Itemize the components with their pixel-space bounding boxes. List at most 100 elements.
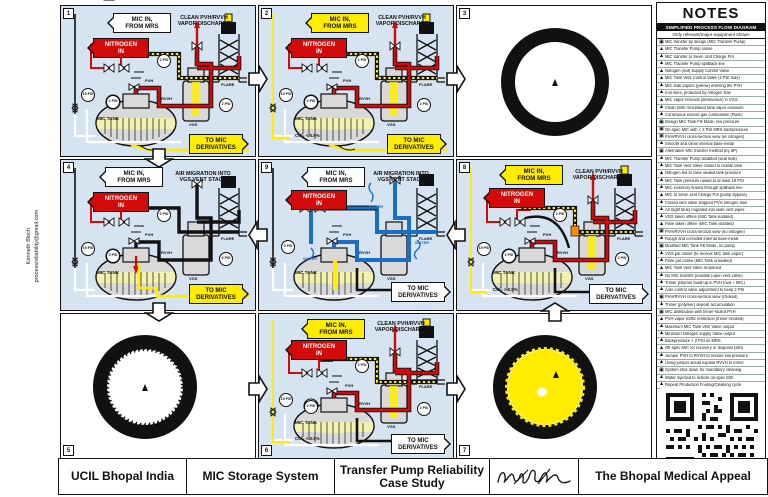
note-item: ▲Trimer (polymer) deposit accumulation: [657, 301, 765, 309]
note-item-label: Maximum MIC Tank Vent Valve output: [665, 324, 735, 329]
label-vgs: VGS: [387, 424, 396, 429]
note-item: ▣Alternative MIC transfer method (by dP): [657, 148, 765, 156]
note-item-label: Repeat Production Fouling/Cleaning cycle: [665, 382, 742, 387]
label-flare: FLARE: [221, 236, 235, 241]
note-item: ▲MIC Transfer Pump online: [657, 46, 765, 54]
triangle-marker-icon: ▲: [658, 74, 665, 81]
square-marker-icon: ▣: [659, 38, 664, 45]
note-item-label: Minimum Nitrogen supply Valve output: [665, 331, 735, 336]
label-flare: FLARE: [419, 236, 433, 241]
triangle-marker-icon: ▲: [658, 286, 665, 293]
square-marker-icon: ▣: [659, 228, 664, 235]
triangle-marker-icon: ▲: [658, 352, 665, 359]
cross-section-clean: [501, 28, 609, 136]
note-item: ▲Flare taken offline (MIC Tank isolated): [657, 221, 765, 229]
cross-section-corroded: [93, 335, 197, 439]
panel-number: 2: [261, 8, 272, 19]
label-tank-spec: CCl₃ < 0.5%: [295, 133, 320, 138]
note-item-label: MIC to Sevin Unit Charge Pot (pump bypas…: [665, 193, 747, 198]
panel-number: 8: [459, 162, 470, 173]
gauge-right: 2 PSI: [417, 98, 431, 112]
label-vgs: VGS: [585, 276, 594, 281]
note-item-label: MIC Transfer Pump disabled (seal leak): [665, 156, 737, 161]
triangle-marker-icon: ▲: [658, 103, 665, 110]
panel-number: 9: [261, 162, 272, 173]
caption-system: MIC Storage System: [187, 459, 335, 494]
triangle-marker-icon: ▲: [658, 111, 665, 118]
label-pvh: PVH: [543, 232, 552, 237]
author-credit: Kenneth Bloch processreliability@gmail.c…: [25, 191, 41, 301]
panel-3[interactable]: 3: [456, 5, 652, 157]
triangle-marker-icon: ▲: [658, 330, 665, 337]
label-rvvh: RVVH: [161, 96, 173, 101]
triangle-marker-icon: ▲: [658, 264, 665, 271]
note-item: ▲MIC Tank Vent Control Valve (2 PSI max): [657, 74, 765, 83]
triangle-marker-icon: ▲: [658, 184, 665, 191]
triangle-marker-icon: ▲: [658, 322, 665, 329]
panel-8[interactable]: 8: [456, 159, 652, 311]
banner-mic-in: MIC IN,FROM MRS: [113, 13, 171, 33]
note-item: ▲MIC Transfer Pump disabled (seal leak): [657, 155, 765, 164]
triangle-marker-icon: ▲: [658, 249, 665, 256]
triangle-marker-icon: ▲: [658, 279, 665, 286]
triangle-marker-icon: ▲: [658, 96, 665, 103]
panel-6[interactable]: 6: [258, 313, 454, 459]
panel-4[interactable]: 4: [60, 159, 256, 311]
note-item-label: Jumper PVH to RVVH to restore low pressu…: [665, 353, 748, 358]
triangle-marker-icon: ▲: [658, 191, 665, 198]
triangle-marker-icon: ▲: [658, 344, 665, 351]
label-flare: FLARE: [617, 236, 631, 241]
flow-arrow-1-to-2: [248, 64, 268, 94]
gauge-pump: 2 PSI: [106, 95, 120, 109]
flow-arrow-4-to-5: [144, 302, 174, 322]
notes-header: SIMPLIFIED PROCESS FLOW DIAGRAM: [657, 24, 765, 31]
note-item: ▲MIC leak vapors (yellow) entering the P…: [657, 82, 765, 91]
note-item: ▲Trimer polymer build-up in PVH (rust + …: [657, 279, 765, 288]
note-item-label: Nitrogen fed to raise sealed tank pressu…: [665, 171, 742, 176]
square-marker-icon: ▣: [659, 308, 664, 315]
note-item: ▲VGS taken offline (MIC Tank isolated): [657, 214, 765, 222]
note-item: ▣On-spec MIC with < 2 PSI MRS backpressu…: [657, 126, 765, 134]
note-item: ▲VGS put online (to receive MIC tank vap…: [657, 249, 765, 258]
panel-7[interactable]: 7: [456, 313, 652, 459]
note-item: ▲Flare put online (MIC Tank unsealed): [657, 258, 765, 266]
note-item: ▲Backpressure > 2 PSI on MRS: [657, 338, 765, 346]
note-item-label: Continuous excess gas combustion (Flare): [665, 112, 743, 117]
note-item-label: No MIC transfer possible (open vent valv…: [665, 273, 743, 278]
panel-9[interactable]: 9: [258, 159, 454, 311]
panel-number: 7: [459, 445, 470, 456]
panel-6-schematic: [269, 318, 447, 449]
flow-arrow-7-to-8: [540, 302, 570, 322]
panel-2[interactable]: 2: [258, 5, 454, 157]
banner-mic-in: MIC IN,FROM MRS: [311, 13, 369, 33]
banner-mic-in: MIC IN,FROM MRS: [505, 165, 563, 185]
gauge-left: 19 PSI: [279, 393, 293, 407]
panel-1[interactable]: 1: [60, 5, 256, 157]
caption-signature: [490, 459, 579, 494]
gauge-right: 2 PSI: [615, 252, 629, 266]
author-email: processreliability@gmail.com: [34, 209, 40, 283]
label-mic-tank: MIC TANK: [493, 270, 516, 275]
note-item: ▲Off-spec MIC for recovery or disposal (…: [657, 344, 765, 353]
note-item-label: Smooth and clean internal base-metal: [665, 142, 734, 147]
note-item-label: VGS taken offline (MIC Tank isolated): [665, 215, 734, 220]
panel-5[interactable]: 5: [60, 313, 256, 459]
label-flare: FLARE: [419, 82, 433, 87]
panel-number: 5: [63, 445, 74, 456]
note-item-label: Flare taken offline (MIC Tank isolated): [665, 222, 734, 227]
gauge-pvh: 2 PSI: [355, 54, 369, 68]
label-mic-tank: MIC TANK: [295, 270, 318, 275]
label-water-3: WATER: [415, 240, 430, 245]
label-pvh: PVH: [145, 232, 154, 237]
note-item-label: MIC transfer to Sevin Unit Charge Pot: [665, 54, 734, 59]
diagram-board: 1: [58, 2, 654, 495]
triangle-marker-icon: ▲: [658, 82, 665, 89]
gauge-left: 0 PSI: [281, 240, 295, 254]
